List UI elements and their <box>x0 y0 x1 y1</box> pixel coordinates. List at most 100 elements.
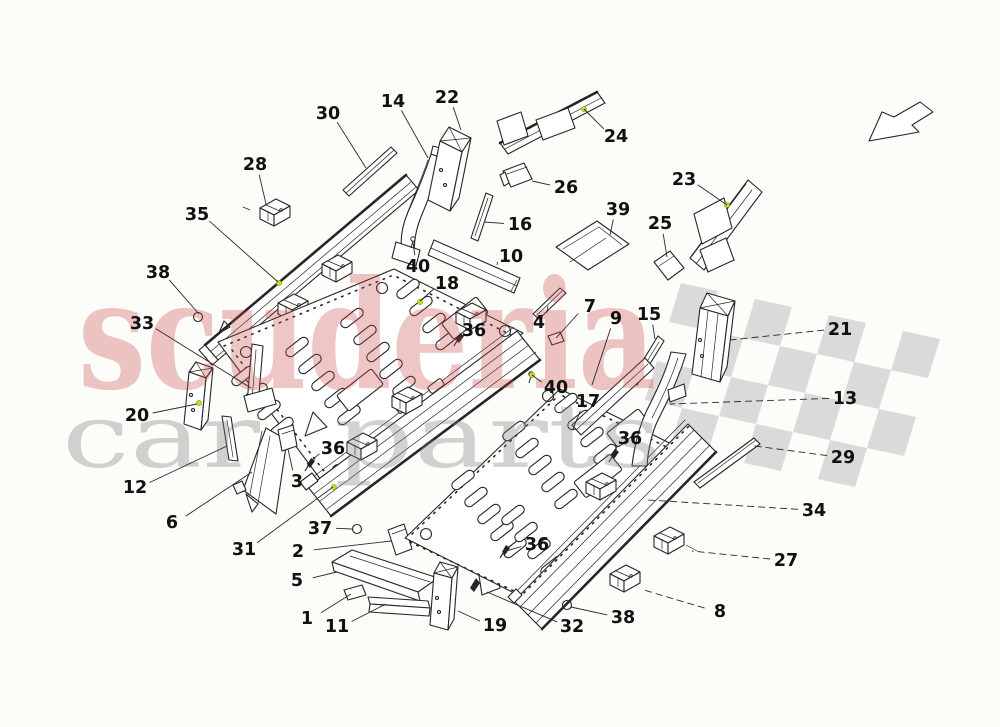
leader-line-37 <box>335 527 353 530</box>
leader-line-17 <box>572 410 581 430</box>
callout-9[interactable]: 9 <box>610 309 622 329</box>
callout-5[interactable]: 5 <box>291 571 303 591</box>
leader-line-24 <box>583 108 605 130</box>
watermark-word-parts: parts <box>334 385 662 488</box>
callout-37[interactable]: 37 <box>308 519 332 539</box>
leader-line-5 <box>312 571 338 579</box>
panel-slot <box>528 454 552 476</box>
callout-21[interactable]: 21 <box>828 320 852 340</box>
leader-line-3 <box>287 448 294 471</box>
leader-line-20 <box>152 403 198 414</box>
leader-line-34 <box>647 499 799 510</box>
leader-line-7 <box>555 313 579 339</box>
leader-line-26 <box>531 180 551 186</box>
part-17-floor-panel <box>404 388 701 613</box>
leader-line-9 <box>591 328 612 386</box>
leader-line-6 <box>185 471 253 517</box>
panel-slot <box>490 520 514 542</box>
panel-slot <box>379 358 403 380</box>
leader-line-14 <box>401 110 429 159</box>
leader-line-36 <box>306 453 320 465</box>
watermark-word-car: car <box>62 385 261 488</box>
callout-16[interactable]: 16 <box>508 215 532 235</box>
direction-arrow-icon <box>868 101 934 142</box>
part-4-strip <box>532 287 567 320</box>
callout-6[interactable]: 6 <box>166 513 178 533</box>
panel-slot <box>311 370 335 392</box>
panel-slot <box>502 420 526 442</box>
callout-11[interactable]: 11 <box>325 617 349 637</box>
leader-line-35 <box>209 220 279 283</box>
part-16-strip <box>470 192 494 242</box>
callout-18[interactable]: 18 <box>435 274 459 294</box>
callout-36[interactable]: 36 <box>525 535 549 555</box>
part-10-beam <box>427 239 521 294</box>
part-2-bracket <box>387 523 413 556</box>
callout-32[interactable]: 32 <box>560 617 584 637</box>
panel-slot <box>501 504 525 526</box>
callout-17[interactable]: 17 <box>576 392 600 412</box>
callout-4[interactable]: 4 <box>533 313 545 333</box>
panel-slot <box>514 521 538 543</box>
callout-35[interactable]: 35 <box>185 205 209 225</box>
leader-line-21 <box>729 329 825 341</box>
callout-40[interactable]: 40 <box>406 257 430 277</box>
highlight-dot <box>417 299 423 305</box>
callout-38[interactable]: 38 <box>146 263 170 283</box>
callout-40[interactable]: 40 <box>544 378 568 398</box>
callout-31[interactable]: 31 <box>232 540 256 560</box>
callout-25[interactable]: 25 <box>648 214 672 234</box>
callout-20[interactable]: 20 <box>125 406 149 426</box>
part-28-bracket <box>242 198 291 227</box>
leader-line-27 <box>691 550 771 560</box>
callout-14[interactable]: 14 <box>381 92 405 112</box>
callout-34[interactable]: 34 <box>802 501 826 521</box>
callout-29[interactable]: 29 <box>831 448 855 468</box>
leader-line-40 <box>531 374 542 383</box>
callout-15[interactable]: 15 <box>637 305 661 325</box>
leader-line-4 <box>546 305 549 313</box>
callout-26[interactable]: 26 <box>554 178 578 198</box>
callout-3[interactable]: 3 <box>291 472 303 492</box>
callout-33[interactable]: 33 <box>130 314 154 334</box>
flag-cell <box>867 409 916 456</box>
callout-13[interactable]: 13 <box>833 389 857 409</box>
panel-slot <box>464 486 488 508</box>
highlight-dot <box>196 400 202 406</box>
callout-36[interactable]: 36 <box>618 429 642 449</box>
callout-22[interactable]: 22 <box>435 88 459 108</box>
leader-line-13 <box>669 397 830 405</box>
callout-8[interactable]: 8 <box>714 602 726 622</box>
panel-slot <box>580 426 604 448</box>
part-19-column <box>429 561 459 631</box>
leader-line-36 <box>502 546 522 553</box>
callout-36[interactable]: 36 <box>462 321 486 341</box>
callout-23[interactable]: 23 <box>672 170 696 190</box>
callout-39[interactable]: 39 <box>606 200 630 220</box>
callout-1[interactable]: 1 <box>301 609 313 629</box>
callout-27[interactable]: 27 <box>774 551 798 571</box>
panel-slot <box>366 341 390 363</box>
panel-slot <box>515 437 539 459</box>
leader-line-11 <box>351 603 387 622</box>
callout-30[interactable]: 30 <box>316 104 340 124</box>
callout-38[interactable]: 38 <box>611 608 635 628</box>
panel-slot <box>422 312 446 334</box>
callout-24[interactable]: 24 <box>604 127 628 147</box>
callout-19[interactable]: 19 <box>483 616 507 636</box>
callout-28[interactable]: 28 <box>243 155 267 175</box>
panel-slot <box>554 488 578 510</box>
callout-2[interactable]: 2 <box>292 542 304 562</box>
callout-12[interactable]: 12 <box>123 478 147 498</box>
leader-line-38 <box>168 279 200 315</box>
leader-line-36 <box>455 334 461 340</box>
leader-line-12 <box>149 445 228 483</box>
callout-7[interactable]: 7 <box>584 297 596 317</box>
leader-line-18 <box>419 288 434 302</box>
panel-slot <box>554 392 578 414</box>
callout-10[interactable]: 10 <box>499 247 523 267</box>
callout-36[interactable]: 36 <box>321 439 345 459</box>
part-21-column <box>691 292 736 383</box>
